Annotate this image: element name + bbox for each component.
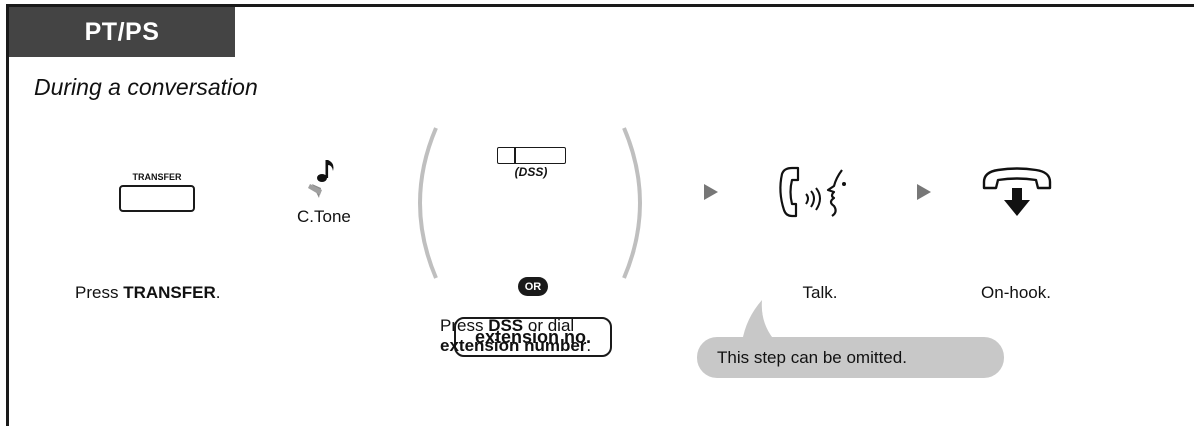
arrow-right-icon <box>704 184 718 200</box>
dss-button-divider <box>514 148 516 163</box>
bubble-pointer <box>742 300 776 342</box>
arrow-right-icon <box>917 184 931 200</box>
choice-caption-line-2: extension number. <box>440 336 592 355</box>
frame-left-border <box>6 4 9 426</box>
music-note-icon <box>308 160 334 198</box>
choice-caption-block: Press DSS or dial extension number. <box>440 316 591 356</box>
transfer-caption: Press TRANSFER. <box>75 283 221 302</box>
left-paren-bracket <box>418 127 438 279</box>
transfer-key-label: TRANSFER <box>132 172 182 182</box>
choice-caption-line-1: Press DSS or dial <box>440 316 575 335</box>
header-tab: PT/PS <box>9 7 235 57</box>
frame-top-border <box>6 4 1194 7</box>
note-bubble: This step can be omitted. <box>697 337 1004 378</box>
talk-caption: Talk. <box>802 283 838 302</box>
onhook-caption: On-hook. <box>981 283 1051 302</box>
or-badge: OR <box>518 277 548 296</box>
section-subtitle: During a conversation <box>34 74 258 100</box>
tone-label: C.Tone <box>297 207 351 226</box>
transfer-button[interactable] <box>119 185 195 212</box>
dss-label: (DSS) <box>514 165 548 179</box>
note-text: This step can be omitted. <box>717 347 907 367</box>
on-hook-icon <box>982 167 1052 216</box>
dss-button[interactable] <box>497 147 566 164</box>
right-paren-bracket <box>622 127 642 279</box>
talk-handset-icon <box>779 166 846 218</box>
extension-number-field[interactable]: extension no. <box>454 317 612 357</box>
